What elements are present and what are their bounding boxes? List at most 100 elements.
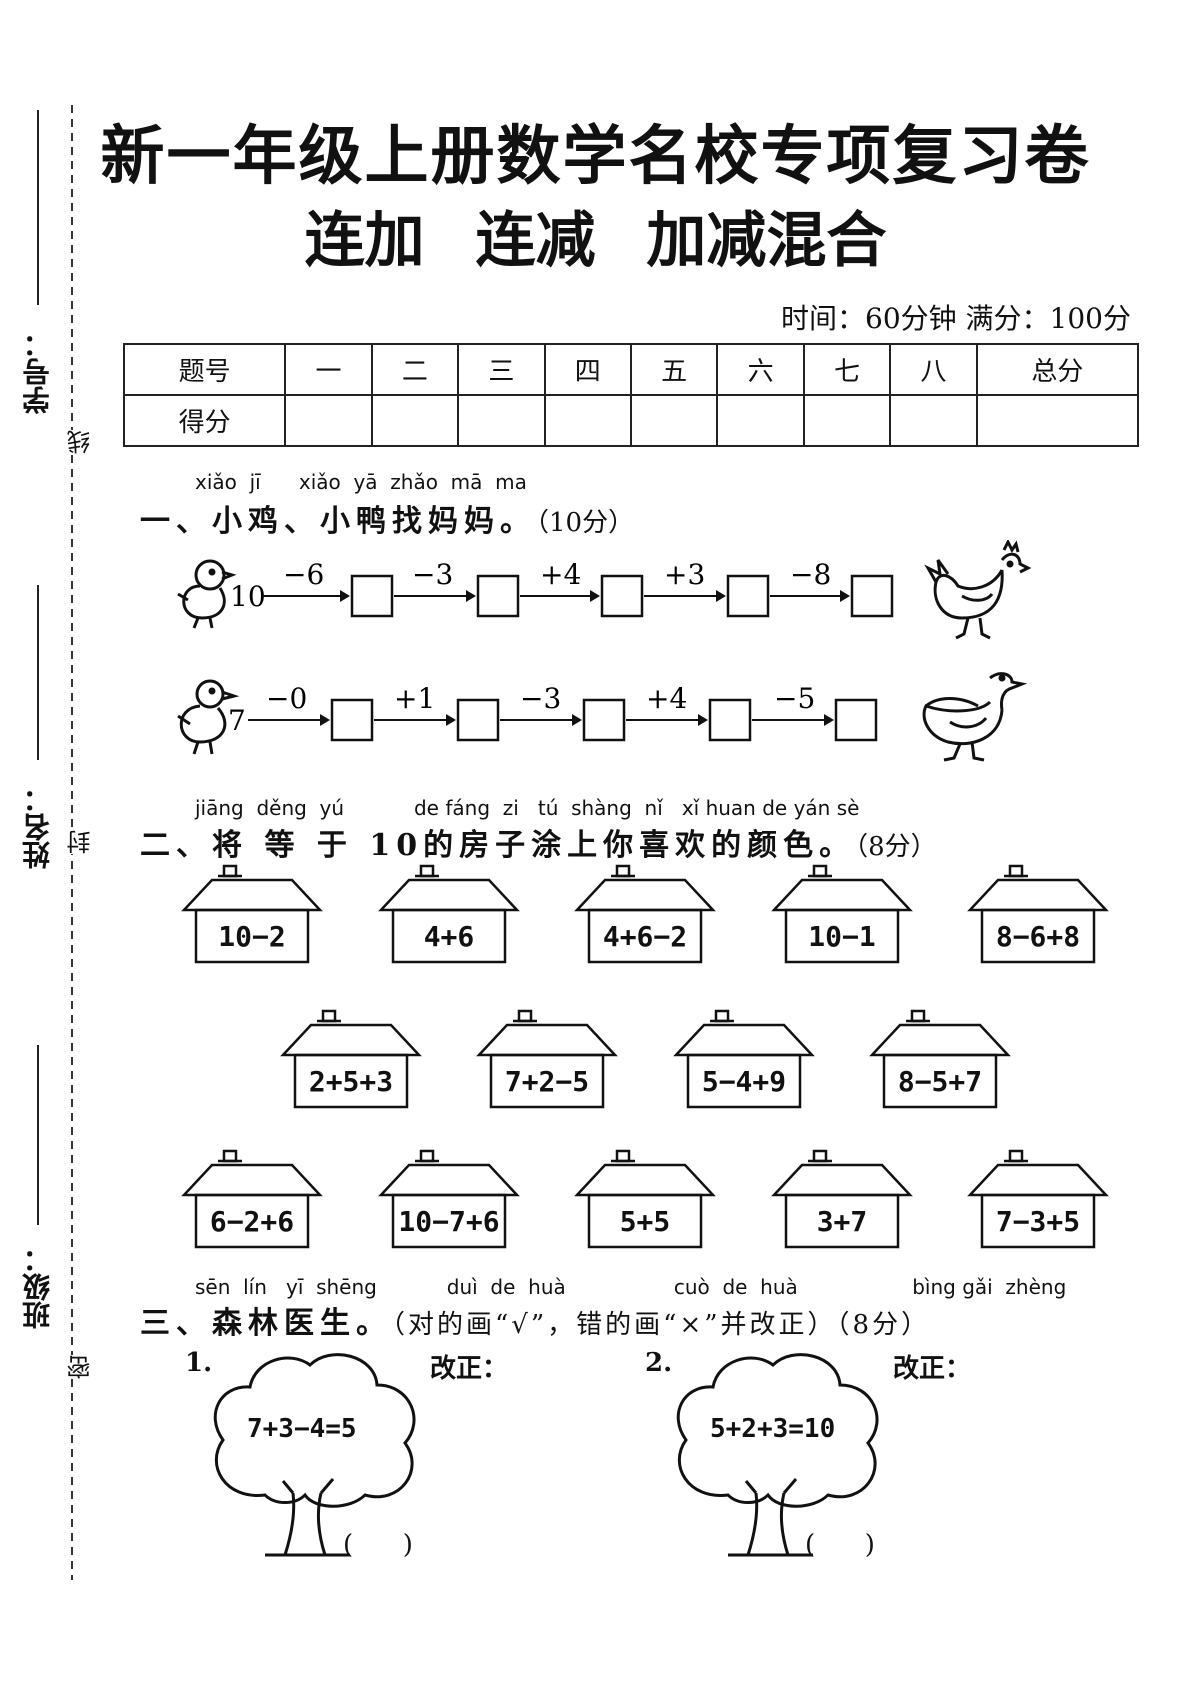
house[interactable]: 10−2	[181, 864, 323, 964]
chain2-op: +4	[646, 682, 687, 715]
house[interactable]: 10−1	[771, 864, 913, 964]
house-expression: 5−4+9	[702, 1065, 786, 1098]
house[interactable]: 5+5	[574, 1149, 716, 1249]
house[interactable]: 7−3+5	[967, 1149, 1109, 1249]
house-expression: 10−1	[808, 920, 875, 953]
answer-box[interactable]	[726, 574, 770, 618]
q3-pinyin: sēn lín yī shēng duì de huà cuò de huà b…	[195, 1275, 1067, 1299]
binding-seal-char: 封	[63, 830, 98, 854]
house[interactable]: 2+5+3	[280, 1009, 422, 1109]
score-row-label: 得分	[122, 394, 287, 447]
q2-heading: 二、将 等 于 10的房子涂上你喜欢的颜色。（8分）	[140, 820, 937, 864]
chain1-op: +3	[664, 558, 705, 591]
score-input-cell[interactable]	[629, 394, 719, 447]
score-input-cell[interactable]	[889, 394, 978, 447]
score-input-cell[interactable]	[716, 394, 805, 447]
q3-item1-fix-label: 改正：	[430, 1354, 509, 1384]
chain2-start: 7	[228, 704, 246, 737]
score-header-cell: 八	[889, 343, 978, 396]
score-header-cell: 总分	[975, 343, 1140, 396]
house-expression: 6−2+6	[210, 1205, 294, 1238]
tree-1-answer-paren[interactable]: ( )	[343, 1530, 413, 1560]
score-header-cell: 三	[457, 343, 546, 396]
tree-2-expression: 5+2+3=10	[710, 1414, 835, 1444]
answer-box[interactable]	[456, 698, 500, 742]
house-expression: 7+2−5	[505, 1065, 589, 1098]
chain1-op: −3	[412, 558, 453, 591]
chain1-start: 10	[230, 580, 266, 613]
q2-pinyin: jiāng děng yú de fáng zi tú shàng nǐ xǐ …	[195, 796, 860, 820]
score-input-cell[interactable]	[457, 394, 546, 447]
chain1-op: −8	[790, 558, 831, 591]
answer-box[interactable]	[708, 698, 752, 742]
house[interactable]: 4+6−2	[574, 864, 716, 964]
score-table-header-row: 题号 一 二 三 四 五 六 七 八 总分	[122, 343, 1140, 396]
q3-heading: 三、森林医生。（对的画“√”，错的画“×”并改正）（8分）	[140, 1298, 930, 1342]
chain1-op: −6	[283, 558, 324, 591]
name-label: 姓名：	[21, 785, 54, 869]
house-expression: 10−2	[218, 920, 285, 953]
house[interactable]: 6−2+6	[181, 1149, 323, 1249]
score-table: 题号 一 二 三 四 五 六 七 八 总分 得分	[122, 343, 1140, 447]
answer-box[interactable]	[834, 698, 878, 742]
answer-box[interactable]	[600, 574, 644, 618]
house-expression: 2+5+3	[309, 1065, 393, 1098]
score-header-cell: 二	[370, 343, 460, 396]
house[interactable]: 7+2−5	[476, 1009, 618, 1109]
hen-icon	[924, 540, 1032, 640]
q2-heading-text: 二、将 等 于 10的房子涂上你喜欢的颜色。	[140, 828, 856, 863]
page-title: 新一年级上册数学名校专项复习卷	[100, 119, 1091, 194]
score-input-cell[interactable]	[284, 394, 373, 447]
duckling-icon	[177, 679, 240, 755]
chain2-op: −5	[774, 682, 815, 715]
tree-1: 7+3−4=5	[213, 1353, 416, 1557]
score-header-cell: 一	[284, 343, 373, 396]
house-expression: 5+5	[620, 1205, 671, 1238]
q3-instruction: （对的画“√”，错的画“×”并改正）（8分）	[392, 1310, 931, 1340]
chain1-op: +4	[540, 558, 581, 591]
house[interactable]: 10−7+6	[378, 1149, 520, 1249]
tree-2-answer-paren[interactable]: ( )	[805, 1530, 875, 1560]
house[interactable]: 4+6	[378, 864, 520, 964]
q3-heading-text: 三、森林医生。	[140, 1306, 392, 1341]
house[interactable]: 8−5+7	[869, 1009, 1011, 1109]
score-header-cell: 题号	[122, 343, 287, 396]
score-header-cell: 六	[716, 343, 805, 396]
q3-item1-number: 1.	[185, 1348, 213, 1378]
house[interactable]: 5−4+9	[673, 1009, 815, 1109]
answer-box[interactable]	[350, 574, 394, 618]
answer-box[interactable]	[476, 574, 520, 618]
binding-margin	[37, 105, 73, 1580]
score-header-cell: 七	[802, 343, 892, 396]
answer-box[interactable]	[330, 698, 374, 742]
chain2-op: −3	[520, 682, 561, 715]
q1-heading: 一、小鸡、小鸭找妈妈。（10分）	[140, 496, 634, 540]
student-no-label: 学号：	[21, 330, 54, 414]
answer-box[interactable]	[850, 574, 894, 618]
tree-2: 5+2+3=10	[676, 1353, 879, 1557]
chain2-op: +1	[394, 682, 435, 715]
house-expression: 7−3+5	[996, 1205, 1080, 1238]
score-header-cell: 五	[629, 343, 719, 396]
score-input-cell[interactable]	[370, 394, 460, 447]
house[interactable]: 8−6+8	[967, 864, 1109, 964]
score-input-cell[interactable]	[543, 394, 632, 447]
q3-item2-fix-label: 改正：	[893, 1354, 972, 1384]
binding-secret-char: 密	[63, 1355, 98, 1379]
score-table-score-row: 得分	[122, 394, 1140, 447]
score-input-cell[interactable]	[802, 394, 892, 447]
goose-icon	[922, 672, 1028, 762]
chain2-steps: −0 +1 −3 +4 −5	[248, 682, 878, 742]
house-expression: 8−5+7	[898, 1065, 982, 1098]
tree-1-expression: 7+3−4=5	[247, 1414, 357, 1444]
house[interactable]: 3+7	[771, 1149, 913, 1249]
house-expression: 4+6−2	[603, 920, 687, 953]
score-input-cell[interactable]	[975, 394, 1140, 447]
house-expression: 4+6	[424, 920, 475, 953]
answer-box[interactable]	[582, 698, 626, 742]
q3-item2-number: 2.	[645, 1348, 673, 1378]
q1-points: （10分）	[536, 508, 635, 538]
q1-chain-area: 10 −6 −3 +4 +3 −8 7 −0 +1 −3 +4 −5	[177, 540, 1032, 762]
house-expression: 3+7	[817, 1205, 868, 1238]
chick-icon	[177, 559, 237, 629]
